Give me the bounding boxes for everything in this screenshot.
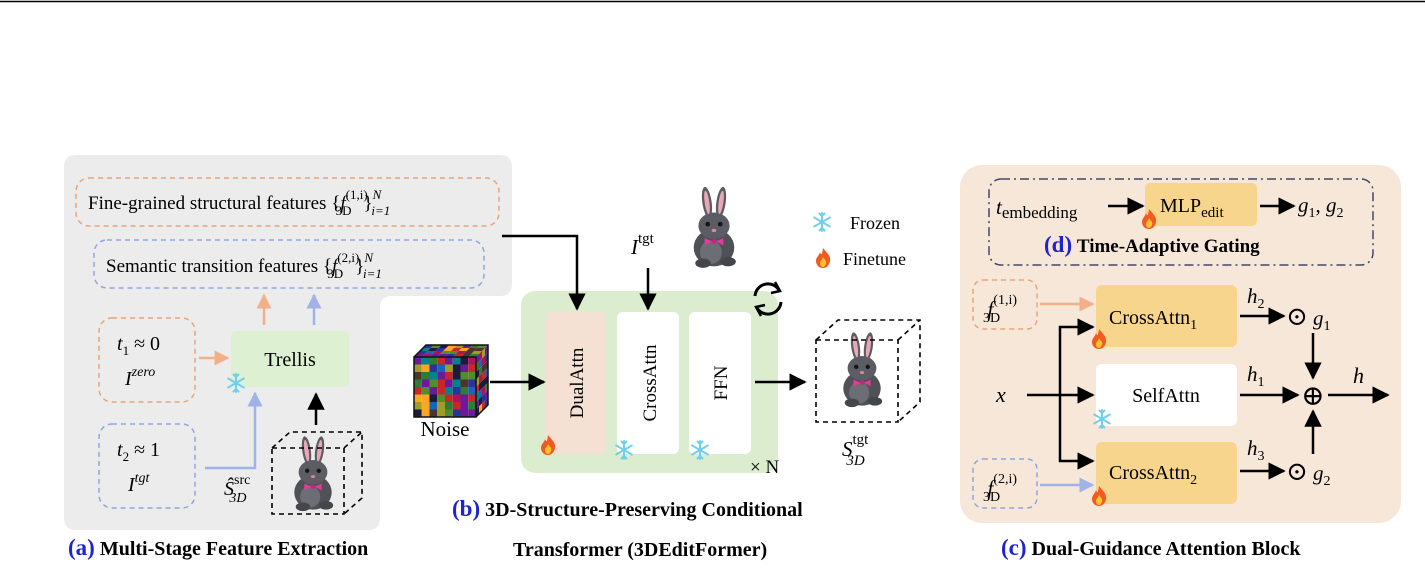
mlp-box [1145,183,1257,226]
t2-label: t2 ≈ 1 [117,439,160,464]
legend-frozen-icon [813,212,831,232]
panel-c-caption: (c) Dual-Guidance Attention Block [1001,535,1301,560]
panel-d-box [988,178,1374,266]
h-output-label: h [1353,363,1364,388]
f1-box [972,279,1038,330]
t2-box [98,423,196,509]
f2-label: f(2,i)3D [983,472,1017,505]
panel-d-caption: (d) Time-Adaptive Gating [1044,232,1260,257]
panel-a-caption: (a) Multi-Stage Feature Extraction [68,535,368,560]
selfattn-box [1096,364,1237,426]
h1-label: h1 [1247,362,1265,390]
cycle-icon [753,281,783,317]
g-outputs-label: g1, g2 [1298,193,1344,221]
crossattn-box [617,312,679,454]
crossattn1-label: CrossAttn1 [1109,307,1197,333]
panel-c: tembedding MLPedit g1, g2 (d) Time-Adapt… [960,165,1401,560]
i-zero-label: Izero [124,365,155,390]
f2-box [972,458,1038,509]
legend-frozen-label: Frozen [850,213,900,233]
panel-b-caption-line1: (b) 3D-Structure-Preserving Conditional [452,496,803,521]
t-embedding-label: tembedding [996,195,1078,222]
ffn-box [689,312,751,454]
crossattn-label: CrossAttn [640,344,661,422]
repeat-n-label: × N [750,457,779,478]
crossattn1-box [1096,285,1237,347]
trellis-box [231,331,349,387]
noise-cube [413,344,489,418]
noise-label: Noise [421,417,470,441]
fine-grained-label: Fine-grained structural features {f(1,i)… [88,187,390,218]
dualattn-label: DualAttn [567,347,588,418]
source-bunny-cube [271,431,363,515]
output-bunny-image [843,331,883,408]
dualattn-box [546,312,606,454]
panel-b-caption-line2: Transformer (3DEditFormer) [513,539,767,561]
t1-box [98,317,196,403]
x-label: x [995,382,1006,407]
g1-gate-label: ⊙ g1 [1286,302,1331,334]
arrow-x-to-crossattn2 [1058,395,1095,470]
panel-b: DualAttn CrossAttn FFN × N Noise Itgt [413,186,921,561]
legend-finetune-icon [816,248,831,268]
i-tgt-label: Itgt [127,471,151,496]
semantic-box [93,239,485,289]
arrow-t2-to-trellis [205,391,263,470]
h3-label: h3 [1247,436,1265,464]
output-bunny-cube [815,319,921,423]
crossattn2-box [1096,442,1237,504]
sum-operator: ⊕ [1301,381,1324,412]
h2-label: h2 [1247,284,1265,312]
legend-finetune-label: Finetune [843,249,906,269]
arrow-fine-to-dualattn [502,234,586,311]
selfattn-label: SelfAttn [1132,385,1200,407]
ffn-label: FFN [711,365,732,400]
fine-grained-box [75,177,500,227]
semantic-label: Semantic transition features {f(2,i)3D}N… [106,250,382,281]
trellis-label: Trellis [264,349,316,371]
crossattn2-label: CrossAttn2 [1109,462,1197,488]
arrow-x-to-crossattn1 [1058,318,1095,395]
f1-label: f(1,i)3D [983,293,1017,326]
panel-a: Fine-grained structural features {f(1,i)… [64,155,512,560]
g2-gate-label: ⊙ g2 [1286,457,1331,489]
itgt-label: Itgt [630,231,655,259]
target-image-bunny [693,186,736,268]
t1-label: t1 ≈ 0 [117,333,160,358]
mlp-label: MLPedit [1160,195,1224,221]
